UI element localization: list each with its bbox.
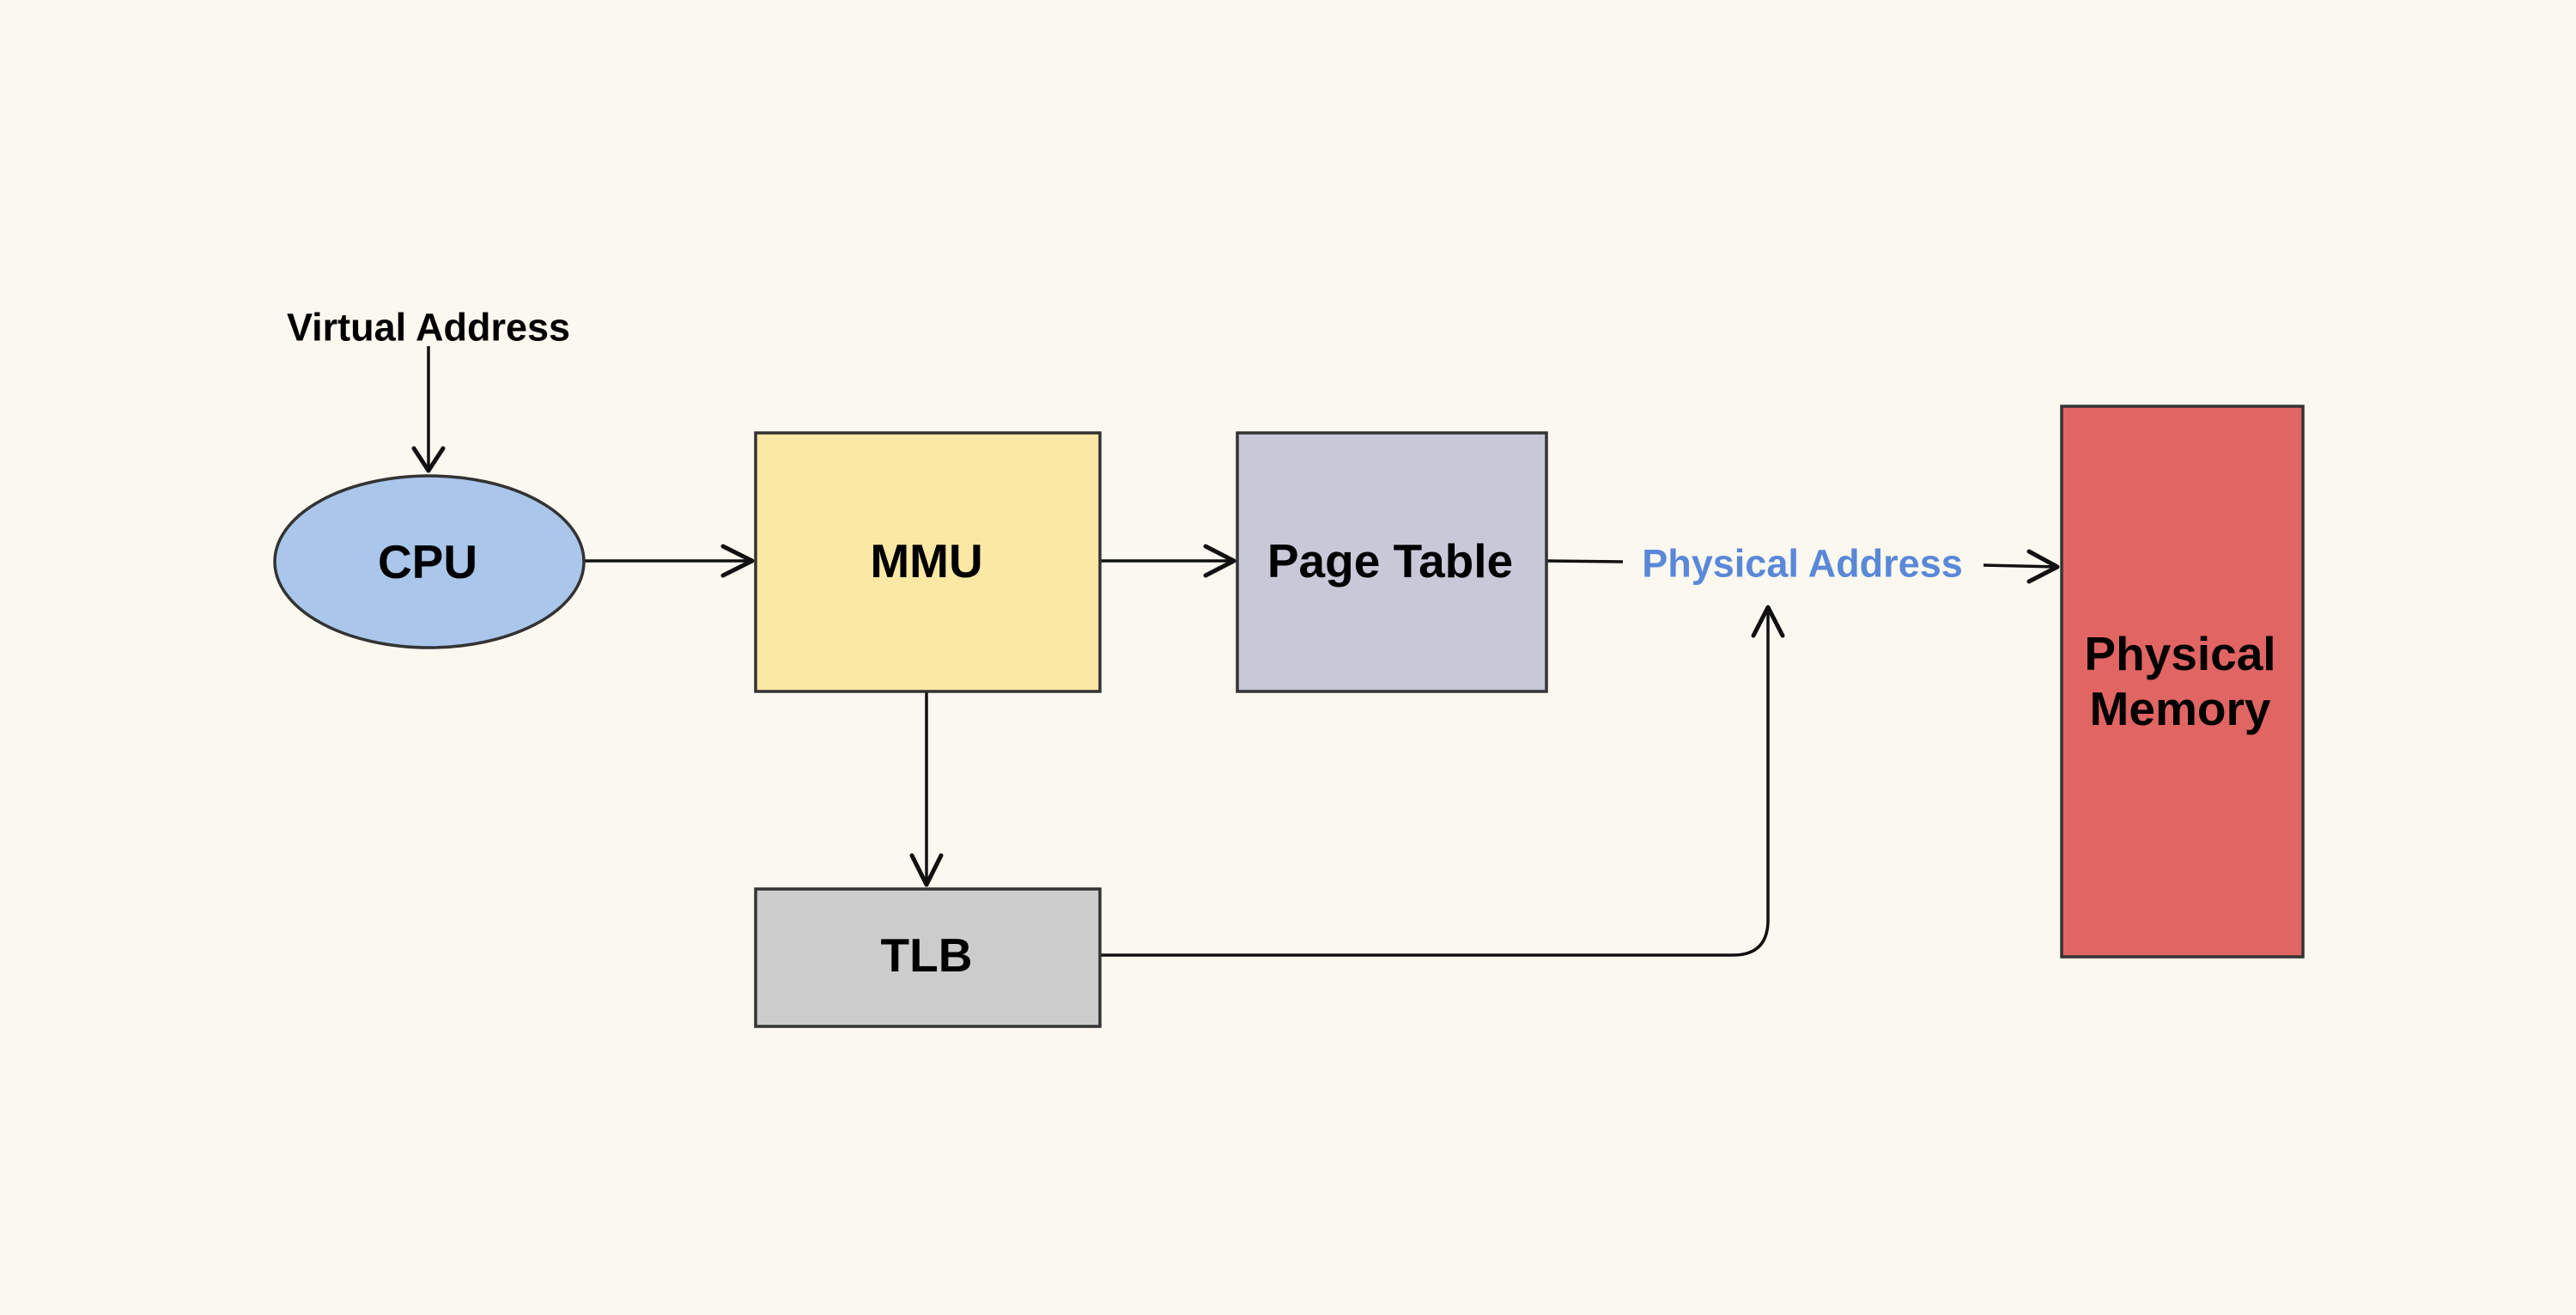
tlb-node[interactable]: TLB — [754, 887, 1102, 1028]
cpu-node[interactable]: CPU — [273, 474, 586, 649]
edge-cpu-to-mmu — [585, 544, 755, 578]
edge-page-table-to-physical-address — [1546, 559, 1624, 563]
edge-mmu-to-page-table — [1101, 544, 1236, 578]
physical-address-label: Physical Address — [1642, 542, 1963, 586]
mmu-shape — [754, 431, 1102, 693]
tlb-shape — [754, 887, 1102, 1028]
edge-tlb-to-physical-address — [1101, 605, 1785, 957]
mmu-node[interactable]: MMU — [754, 431, 1102, 693]
page-table-shape — [1236, 431, 1548, 693]
cpu-shape — [273, 474, 586, 649]
physical-memory-label-line1: Physical — [2084, 627, 2275, 680]
tlb-label: TLB — [881, 928, 973, 982]
cpu-label: CPU — [378, 535, 477, 588]
mmu-label: MMU — [870, 534, 982, 587]
physical-memory-node[interactable]: Physical Memory — [2060, 405, 2305, 959]
physical-memory-label-line2: Memory — [2090, 682, 2271, 735]
page-table-node[interactable]: Page Table — [1236, 431, 1548, 693]
physical-memory-shape — [2060, 405, 2305, 959]
page-table-label: Page Table — [1267, 534, 1513, 587]
virtual-address-label: Virtual Address — [287, 306, 570, 350]
edge-virtual-address-to-cpu — [411, 346, 446, 473]
edge-physical-address-to-memory — [1983, 549, 2060, 584]
edge-mmu-to-tlb — [909, 691, 944, 887]
